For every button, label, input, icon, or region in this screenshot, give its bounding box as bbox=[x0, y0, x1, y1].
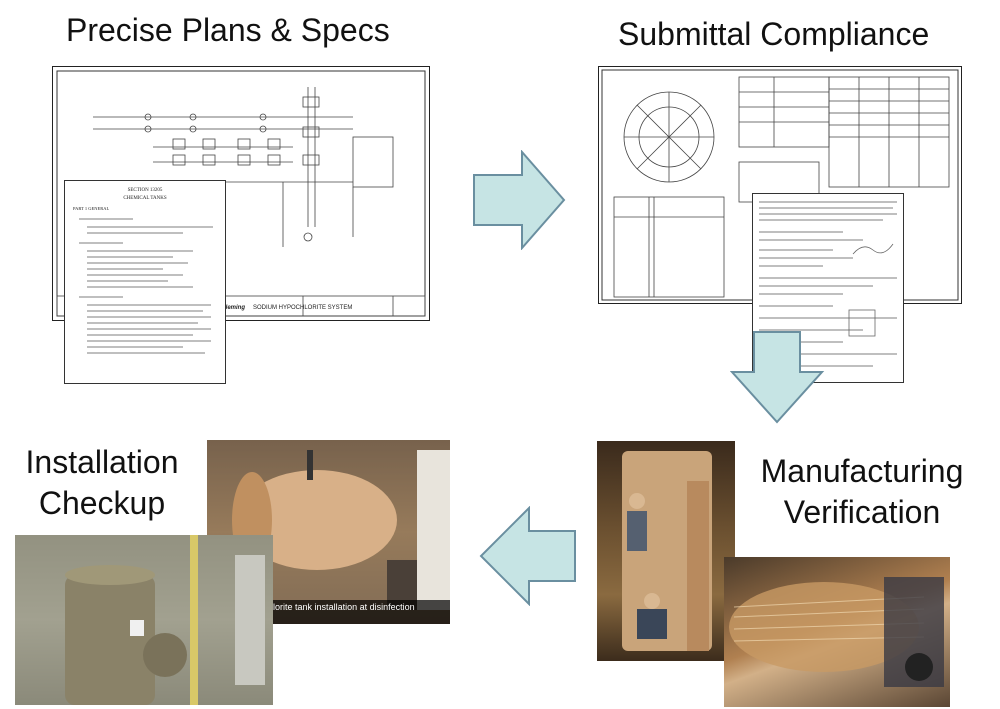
spec-section: SECTION 13205 bbox=[127, 188, 163, 193]
heading-line: Checkup bbox=[38, 484, 166, 521]
arrow-left-icon bbox=[477, 506, 577, 606]
arrow-down-icon bbox=[730, 330, 825, 425]
svg-text:ett Fleming: ett Fleming bbox=[213, 305, 245, 311]
drawing-title: SODIUM HYPOCHLORITE SYSTEM bbox=[253, 305, 352, 311]
heading-installation-checkup: Installation Checkup bbox=[14, 444, 190, 522]
installation-photo-tank-room bbox=[15, 535, 273, 705]
heading-submittal-compliance: Submittal Compliance bbox=[618, 16, 930, 52]
heading-manufacturing-verification: Manufacturing Verification bbox=[748, 453, 976, 531]
manufacturing-photo-filament-winding bbox=[724, 557, 950, 707]
heading-line: Verification bbox=[783, 493, 941, 530]
heading-line: Manufacturing bbox=[760, 453, 964, 489]
heading-line: Installation bbox=[25, 444, 179, 480]
heading-precise-plans: Precise Plans & Specs bbox=[66, 12, 390, 48]
spec-part: PART 1 GENERAL bbox=[73, 206, 110, 211]
arrow-right-icon bbox=[472, 150, 567, 250]
spec-sheet: SECTION 13205 CHEMICAL TANKS PART 1 GENE… bbox=[64, 180, 226, 384]
spec-title: CHEMICAL TANKS bbox=[123, 195, 167, 201]
piping-diagram: SODIUM HYPOCHLORITE SYSTEM ett Fleming bbox=[56, 70, 426, 317]
manufacturing-photo-tank bbox=[597, 441, 735, 661]
spec-text-lines bbox=[79, 218, 213, 354]
tank-shop-drawing bbox=[601, 69, 959, 301]
